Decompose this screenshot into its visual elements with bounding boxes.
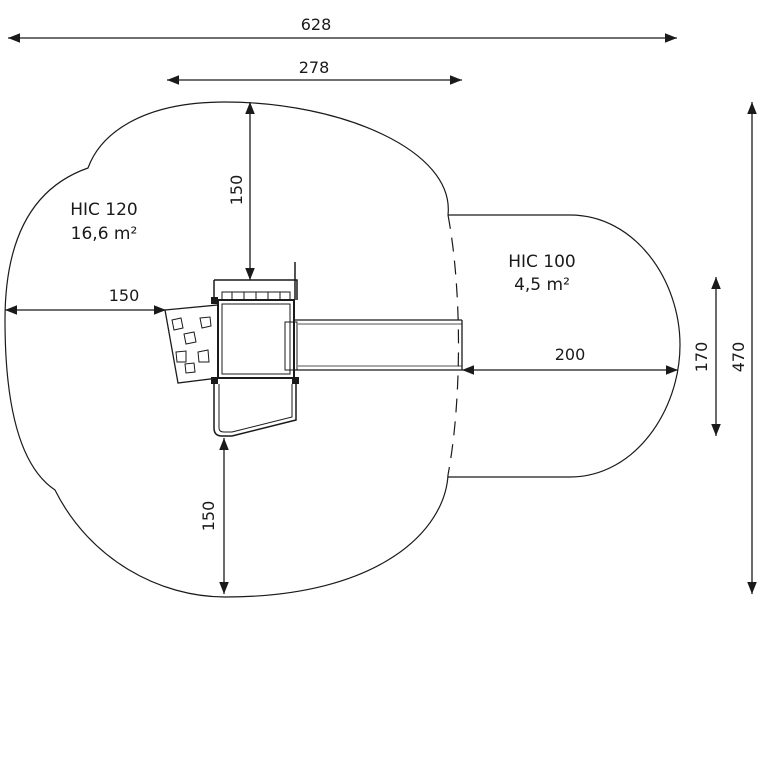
climbing-wall — [164, 304, 219, 384]
zone-boundary-dashed — [447, 214, 460, 476]
dim-label-overall-height: 470 — [729, 342, 748, 373]
zone-left-hic-label: HIC 120 — [70, 200, 138, 220]
dim-label-bottom-clearance: 150 — [199, 501, 218, 532]
dim-label-top-clearance: 150 — [227, 175, 246, 206]
ladder-rails — [213, 384, 297, 437]
dim-label-structure-width: 278 — [299, 58, 330, 77]
dim-label-overall-width: 628 — [301, 15, 332, 34]
dim-label-right-zone-height: 170 — [692, 342, 711, 373]
play-tower — [211, 262, 299, 384]
zone-right-hic-label: HIC 100 — [508, 252, 576, 272]
dim-label-right-zone: 200 — [555, 345, 586, 364]
safety-zone-hic100-outline — [448, 214, 681, 478]
slide — [294, 319, 463, 371]
zone-right-area-label: 4,5 m² — [514, 275, 570, 295]
zone-left-area-label: 16,6 m² — [71, 224, 138, 244]
dim-label-left-clearance: 150 — [109, 286, 140, 305]
